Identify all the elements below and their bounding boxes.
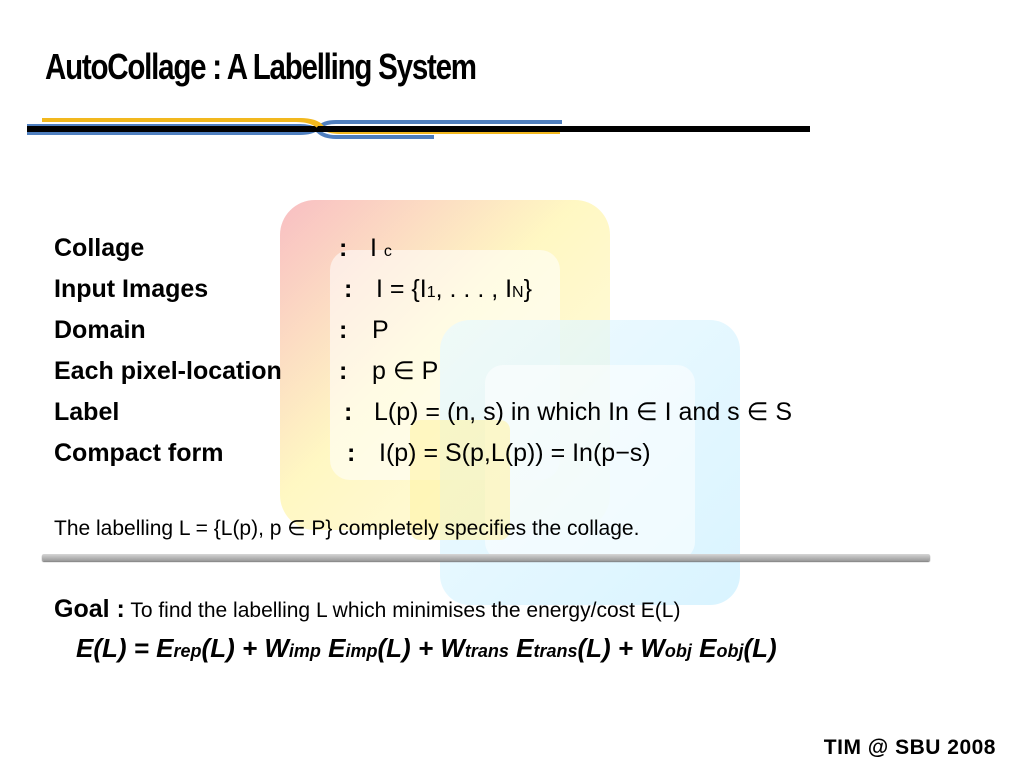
definition-colon: :	[339, 234, 348, 262]
definition-value: I = {I1, . . . , IN}	[376, 275, 532, 303]
definition-colon: :	[339, 357, 348, 385]
goal-statement: Goal : To find the labelling L which min…	[54, 595, 680, 624]
definition-row-collage: Collage : I c	[54, 230, 954, 271]
definition-label: Label	[54, 398, 120, 426]
slide-footer: TIM @ SBU 2008	[823, 736, 996, 759]
definition-label: Domain	[54, 316, 146, 344]
definition-colon: :	[347, 439, 356, 467]
background-logo-watermark	[280, 200, 740, 605]
energy-equation: E(L) = Erep(L) + Wimp Eimp(L) + Wtrans E…	[76, 633, 777, 663]
definition-colon: :	[344, 398, 353, 426]
goal-text: To find the labelling L which minimises …	[130, 599, 681, 622]
definition-list: Collage : I c Input Images : I = {I1, . …	[54, 230, 954, 476]
definition-row-compact-form: Compact form : I(p) = S(p,L(p)) = In(p−s…	[54, 435, 954, 476]
definition-value: p ∈ P	[372, 357, 439, 385]
definition-row-domain: Domain : P	[54, 312, 954, 353]
labelling-summary: The labelling L = {L(p), p ∈ P} complete…	[54, 517, 640, 540]
definition-label: Compact form	[54, 439, 224, 467]
section-divider	[42, 554, 930, 561]
goal-label: Goal :	[54, 595, 125, 623]
title-decorative-rule	[27, 118, 810, 139]
definition-label: Collage	[54, 234, 145, 262]
definition-colon: :	[344, 275, 353, 303]
definition-value: I c	[370, 234, 392, 262]
definition-value: L(p) = (n, s) in which In ∈ I and s ∈ S	[374, 398, 793, 426]
definition-row-pixel-location: Each pixel-location : p ∈ P	[54, 353, 954, 394]
definition-label: Each pixel-location	[54, 357, 282, 385]
definition-row-label: Label : L(p) = (n, s) in which In ∈ I an…	[54, 394, 954, 435]
definition-colon: :	[339, 316, 348, 344]
slide-title: AutoCollage : A Labelling System	[45, 46, 477, 87]
definition-row-input-images: Input Images : I = {I1, . . . , IN}	[54, 271, 954, 312]
definition-label: Input Images	[54, 275, 209, 303]
definition-value: I(p) = S(p,L(p)) = In(p−s)	[379, 439, 651, 467]
definition-value: P	[372, 316, 389, 344]
